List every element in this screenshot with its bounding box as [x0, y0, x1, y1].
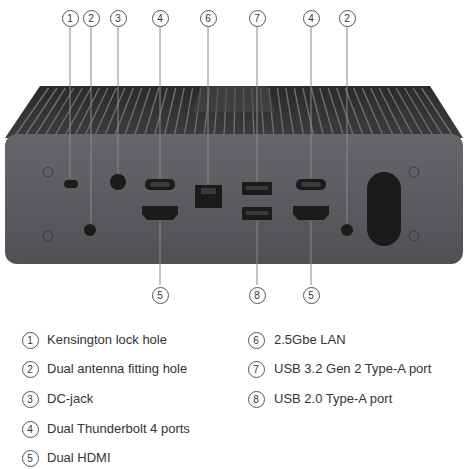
dc-jack: [110, 174, 126, 190]
callout-number: 1: [22, 332, 39, 349]
heatsink-fin: [174, 88, 184, 136]
callout-number: 2: [22, 361, 39, 378]
heatsink-fin: [345, 88, 363, 136]
part-description: DC-jack: [47, 391, 93, 407]
heatsink-fin: [320, 88, 334, 136]
heatsink-fin: [286, 88, 294, 136]
part-description: Dual Thunderbolt 4 ports: [47, 421, 190, 437]
heatsink-fin: [95, 88, 117, 136]
part-description: 2.5Gbe LAN: [274, 332, 346, 348]
callout-number: 6: [248, 332, 265, 349]
screws: [43, 167, 419, 241]
callout-number: 8: [248, 391, 265, 408]
hdmi-port: [142, 206, 178, 220]
thunderbolt-port: [296, 179, 326, 190]
part-description: USB 3.2 Gen 2 Type-A port: [274, 361, 431, 377]
heatsink-fin: [124, 88, 141, 136]
heatsink-fin: [303, 88, 314, 136]
callout-number: 4: [303, 10, 320, 27]
callout-number: 7: [249, 10, 266, 27]
usb-port: [242, 207, 272, 220]
heatsink-fin: [35, 88, 66, 136]
kensington-slot: [64, 180, 78, 188]
heatsink-fin: [105, 88, 125, 136]
part-description: Dual HDMI: [47, 450, 111, 466]
heatsink-fin: [277, 88, 283, 136]
part-description: USB 2.0 Type-A port: [274, 391, 392, 407]
callout-number: 2: [339, 10, 356, 27]
lan-port: [195, 185, 222, 208]
heatsink-fin: [354, 88, 374, 136]
antenna-hole: [341, 224, 353, 236]
antenna-hole: [84, 224, 96, 236]
heatsink-fin: [328, 88, 343, 136]
heatsink-fin: [154, 88, 167, 136]
usb-port: [242, 182, 272, 195]
heatsink-fin: [115, 88, 134, 136]
part-description: Kensington lock hole: [47, 332, 167, 348]
heatsink-fin: [15, 88, 49, 136]
hdmi-port: [293, 206, 329, 220]
heatsink-fin: [25, 88, 57, 136]
callout-number: 2: [83, 10, 100, 27]
heatsink-fin: [184, 88, 192, 136]
heatsink-fin: [422, 88, 454, 136]
heatsink-fin: [337, 88, 354, 136]
power-button-panel: [367, 172, 401, 246]
callout-number: 8: [249, 287, 266, 304]
part-description: Dual antenna fitting hole: [47, 361, 187, 377]
heatsink-fin: [294, 88, 303, 136]
heatsink-fin: [362, 88, 383, 136]
callout-number: 4: [22, 421, 39, 438]
heatsink-fin: [413, 88, 443, 136]
callout-number: 5: [22, 450, 39, 467]
heatsink-fin: [134, 88, 150, 136]
callout-number: 5: [152, 287, 169, 304]
callout-number: 4: [152, 10, 169, 27]
ports: [64, 172, 401, 246]
front-panel: [5, 134, 463, 264]
heatsink-ridge: [193, 86, 275, 112]
leader-lines: [70, 27, 347, 285]
thunderbolt-port: [145, 179, 175, 190]
heatsink-fin: [85, 88, 108, 136]
callout-number: 3: [110, 10, 127, 27]
heatsink-fin: [164, 88, 175, 136]
callout-number: 5: [303, 287, 320, 304]
callout-number: 1: [62, 10, 79, 27]
callout-number: 3: [22, 391, 39, 408]
heatsink: [5, 86, 463, 138]
callout-number: 7: [248, 361, 265, 378]
callout-number: 6: [200, 10, 217, 27]
port-details: [150, 182, 321, 215]
